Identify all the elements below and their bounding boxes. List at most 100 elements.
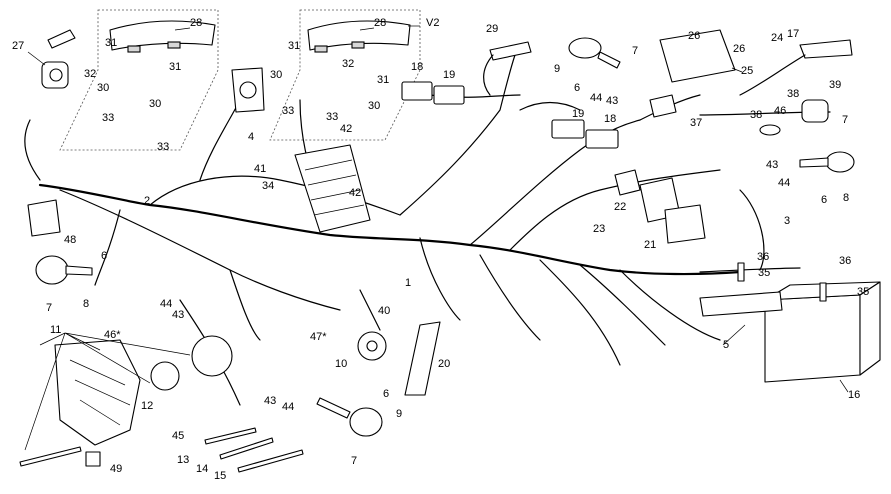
callout-36: 36 — [839, 255, 851, 267]
callout-46: 46 — [774, 105, 786, 117]
detail-box-right-v2 — [269, 9, 421, 141]
callout-11: 11 — [50, 324, 61, 336]
callout-1: 1 — [405, 277, 411, 289]
callout-26: 26 — [733, 43, 745, 55]
callout-44: 44 — [160, 298, 172, 310]
callout-44: 44 — [282, 401, 294, 413]
callout-6: 6 — [383, 388, 389, 400]
callout-labels: 1 2 3 4 5 6 6 6 6 7 7 7 7 8 8 9 9 10 11 … — [12, 17, 869, 482]
callout-43: 43 — [766, 159, 778, 171]
control-unit-34 — [294, 144, 371, 233]
lamp-bulb-49 — [85, 451, 101, 467]
callout-43: 43 — [606, 95, 618, 107]
callout-30: 30 — [149, 98, 161, 110]
callout-18: 18 — [411, 61, 423, 73]
callout-5: 5 — [723, 339, 729, 351]
callout-43: 43 — [172, 309, 184, 321]
callout-27: 27 — [12, 40, 24, 52]
callout-22: 22 — [614, 201, 626, 213]
callout-6: 6 — [574, 82, 580, 94]
callout-38: 38 — [787, 88, 799, 100]
ignition-switch — [41, 29, 76, 89]
bolt-36-right — [819, 282, 827, 302]
callout-v2: V2 — [426, 17, 439, 29]
callout-28: 28 — [190, 17, 202, 29]
callout-32: 32 — [84, 68, 96, 80]
callout-42: 42 — [349, 187, 361, 199]
callout-14: 14 — [196, 463, 208, 475]
callout-4: 4 — [248, 131, 254, 143]
callout-7: 7 — [46, 302, 52, 314]
relay-block-21 — [614, 169, 706, 244]
callout-12: 12 — [141, 400, 153, 412]
callout-48: 48 — [64, 234, 76, 246]
callout-33: 33 — [282, 105, 294, 117]
callout-13: 13 — [177, 454, 189, 466]
callout-26: 26 — [688, 30, 700, 42]
callout-36: 36 — [757, 251, 769, 263]
callout-7: 7 — [351, 455, 357, 467]
callout-9: 9 — [554, 63, 560, 75]
callout-33: 33 — [326, 111, 338, 123]
callout-18: 18 — [604, 113, 616, 125]
turn-signal-front-right — [316, 397, 383, 437]
voltage-regulator-25 — [649, 29, 736, 118]
callout-44: 44 — [778, 177, 790, 189]
callout-33: 33 — [102, 112, 114, 124]
callout-21: 21 — [644, 239, 656, 251]
callout-19: 19 — [443, 69, 455, 81]
battery-tray-5 — [699, 291, 783, 317]
screw-bar — [19, 446, 82, 467]
callout-7: 7 — [842, 114, 848, 126]
turn-signal-front-left — [35, 255, 93, 285]
connectors-18-19-mid — [551, 119, 619, 149]
callout-31: 31 — [105, 37, 117, 49]
callout-16: 16 — [848, 389, 860, 401]
tail-light-39 — [739, 39, 853, 96]
callout-30: 30 — [368, 100, 380, 112]
ignition-coil-20 — [404, 321, 441, 396]
turn-signal-rear-right — [799, 151, 855, 173]
callout-3: 3 — [784, 215, 790, 227]
callout-31: 31 — [169, 61, 181, 73]
handlebar-switch-4 — [231, 67, 265, 113]
callout-46-star: 46* — [104, 329, 121, 341]
callout-35: 35 — [758, 267, 770, 279]
callout-45: 45 — [172, 430, 184, 442]
callout-19: 19 — [572, 108, 584, 120]
callout-9: 9 — [396, 408, 402, 420]
headlight-assembly-11 — [54, 335, 233, 446]
callout-42: 42 — [340, 123, 352, 135]
battery-16 — [764, 281, 881, 383]
callout-25: 25 — [741, 65, 753, 77]
callout-24: 24 — [771, 32, 783, 44]
bolt-36 — [737, 262, 745, 282]
licence-light-38 — [759, 99, 829, 136]
callout-30: 30 — [97, 82, 109, 94]
callout-37: 37 — [690, 117, 702, 129]
callout-33: 33 — [157, 141, 169, 153]
callout-20: 20 — [438, 358, 450, 370]
detail-box-left — [59, 9, 219, 151]
callout-38: 38 — [750, 109, 762, 121]
callout-34: 34 — [262, 180, 274, 192]
callout-29: 29 — [486, 23, 498, 35]
callout-23: 23 — [593, 223, 605, 235]
callout-28: 28 — [374, 17, 386, 29]
horn-10 — [357, 331, 387, 361]
callout-30: 30 — [270, 69, 282, 81]
callout-8: 8 — [843, 192, 849, 204]
connectors-18-19-top — [401, 81, 465, 105]
instrument-panel-right — [307, 20, 411, 53]
cable-ties — [204, 427, 304, 473]
callout-41: 41 — [254, 163, 266, 175]
sensor-29 — [483, 41, 532, 96]
callout-7: 7 — [632, 45, 638, 57]
callout-43: 43 — [264, 395, 276, 407]
callout-10: 10 — [335, 358, 347, 370]
leader-lines — [24, 25, 849, 451]
callout-15: 15 — [214, 470, 226, 482]
module-48 — [27, 199, 61, 237]
